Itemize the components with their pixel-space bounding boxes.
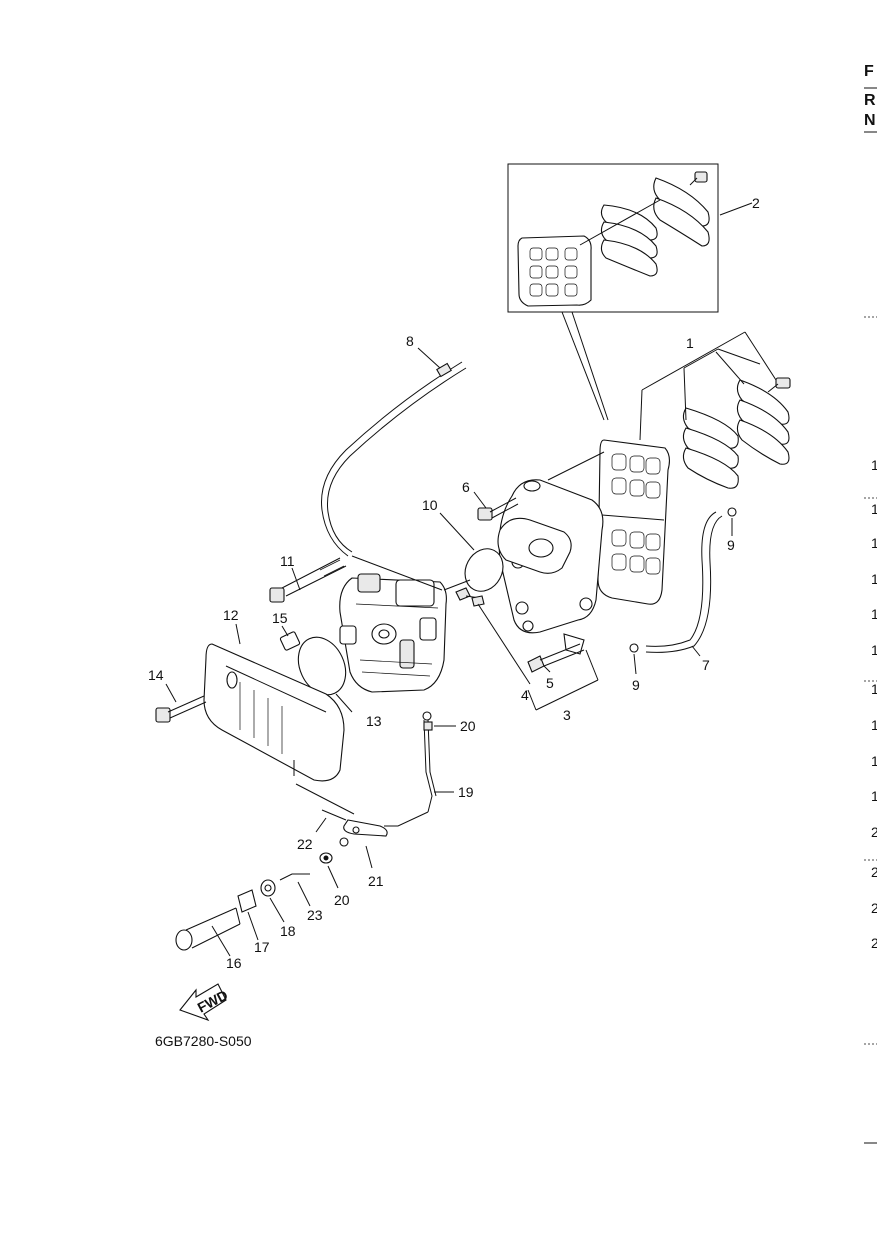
edge-mark-6: 1	[871, 642, 877, 658]
edge-header-n: N	[864, 112, 876, 129]
edge-mark-8: 1	[871, 717, 877, 733]
callout-13: 13	[366, 713, 382, 729]
washer-18	[260, 879, 276, 897]
callout-3: 3	[563, 707, 571, 723]
callout-14: 14	[148, 667, 164, 683]
edge-mark-10: 1	[871, 788, 877, 804]
callout-9-upper: 9	[727, 537, 735, 553]
callout-22: 22	[297, 836, 313, 852]
edge-header-r: R	[864, 92, 876, 109]
callout-18: 18	[280, 923, 296, 939]
callout-21: 21	[368, 873, 384, 889]
callout-12: 12	[223, 607, 239, 623]
edge-mark-3: 1	[871, 535, 877, 551]
pin-22	[321, 809, 347, 821]
gasket-13	[297, 636, 347, 696]
edge-mark-9: 1	[871, 753, 877, 769]
callout-5: 5	[546, 675, 554, 691]
knob-16	[175, 907, 241, 951]
inset-detail-box	[507, 163, 753, 313]
bolt-6	[477, 497, 519, 521]
edge-mark-14: 2	[871, 935, 877, 951]
hose-7	[629, 507, 737, 653]
fwd-arrow: FWD	[179, 983, 230, 1022]
edge-mark-7: 1	[871, 681, 877, 697]
callout-11: 11	[280, 553, 295, 569]
callout-8: 8	[406, 333, 414, 349]
edge-mark-4: 1	[871, 571, 877, 587]
edge-mark-5: 1	[871, 606, 877, 622]
bolts-3-5	[527, 643, 585, 673]
linkage	[295, 711, 437, 847]
inset-pointer-lines	[561, 311, 609, 421]
edge-mark-11: 2	[871, 824, 877, 840]
figure-code: 6GB7280-S050	[155, 1033, 252, 1049]
rod-23	[279, 873, 310, 881]
callout-9-lower: 9	[632, 677, 640, 693]
edge-mark-2: 1	[871, 501, 877, 517]
reed-valve-assembly	[547, 331, 791, 605]
callout-numbers: 1 2 3 4 5 6 7 8 9 9 10 11 12 13 14 15 16…	[148, 195, 760, 971]
callout-1: 1	[686, 335, 694, 351]
callout-20-upper: 20	[460, 718, 476, 734]
bolt-11	[269, 557, 347, 603]
carburetor	[339, 548, 504, 693]
grommet-20	[319, 852, 333, 864]
collar-15	[279, 631, 301, 651]
callout-17: 17	[254, 939, 270, 955]
intake-manifold	[497, 479, 604, 655]
callout-19: 19	[458, 784, 474, 800]
edge-header-f: F	[864, 63, 874, 80]
callout-10: 10	[422, 497, 438, 513]
callout-23: 23	[307, 907, 323, 923]
silencer-12	[203, 643, 345, 782]
edge-mark-12: 2	[871, 864, 877, 880]
edge-mark-13: 2	[871, 900, 877, 916]
bolt-14	[155, 695, 207, 723]
callout-7: 7	[702, 657, 710, 673]
callout-6: 6	[462, 479, 470, 495]
callout-leaders	[165, 347, 761, 957]
callout-15: 15	[272, 610, 288, 626]
callout-4: 4	[521, 687, 529, 703]
bushing-17	[237, 889, 257, 913]
right-edge-column: F R N 1 1 1 1 1 1 1 1 1 1 2 2 2 2	[864, 63, 877, 1144]
callout-20-lower: 20	[334, 892, 350, 908]
hose-8	[321, 361, 467, 591]
edge-mark-1: 1	[871, 457, 877, 473]
callout-16: 16	[226, 955, 242, 971]
callout-2: 2	[752, 195, 760, 211]
